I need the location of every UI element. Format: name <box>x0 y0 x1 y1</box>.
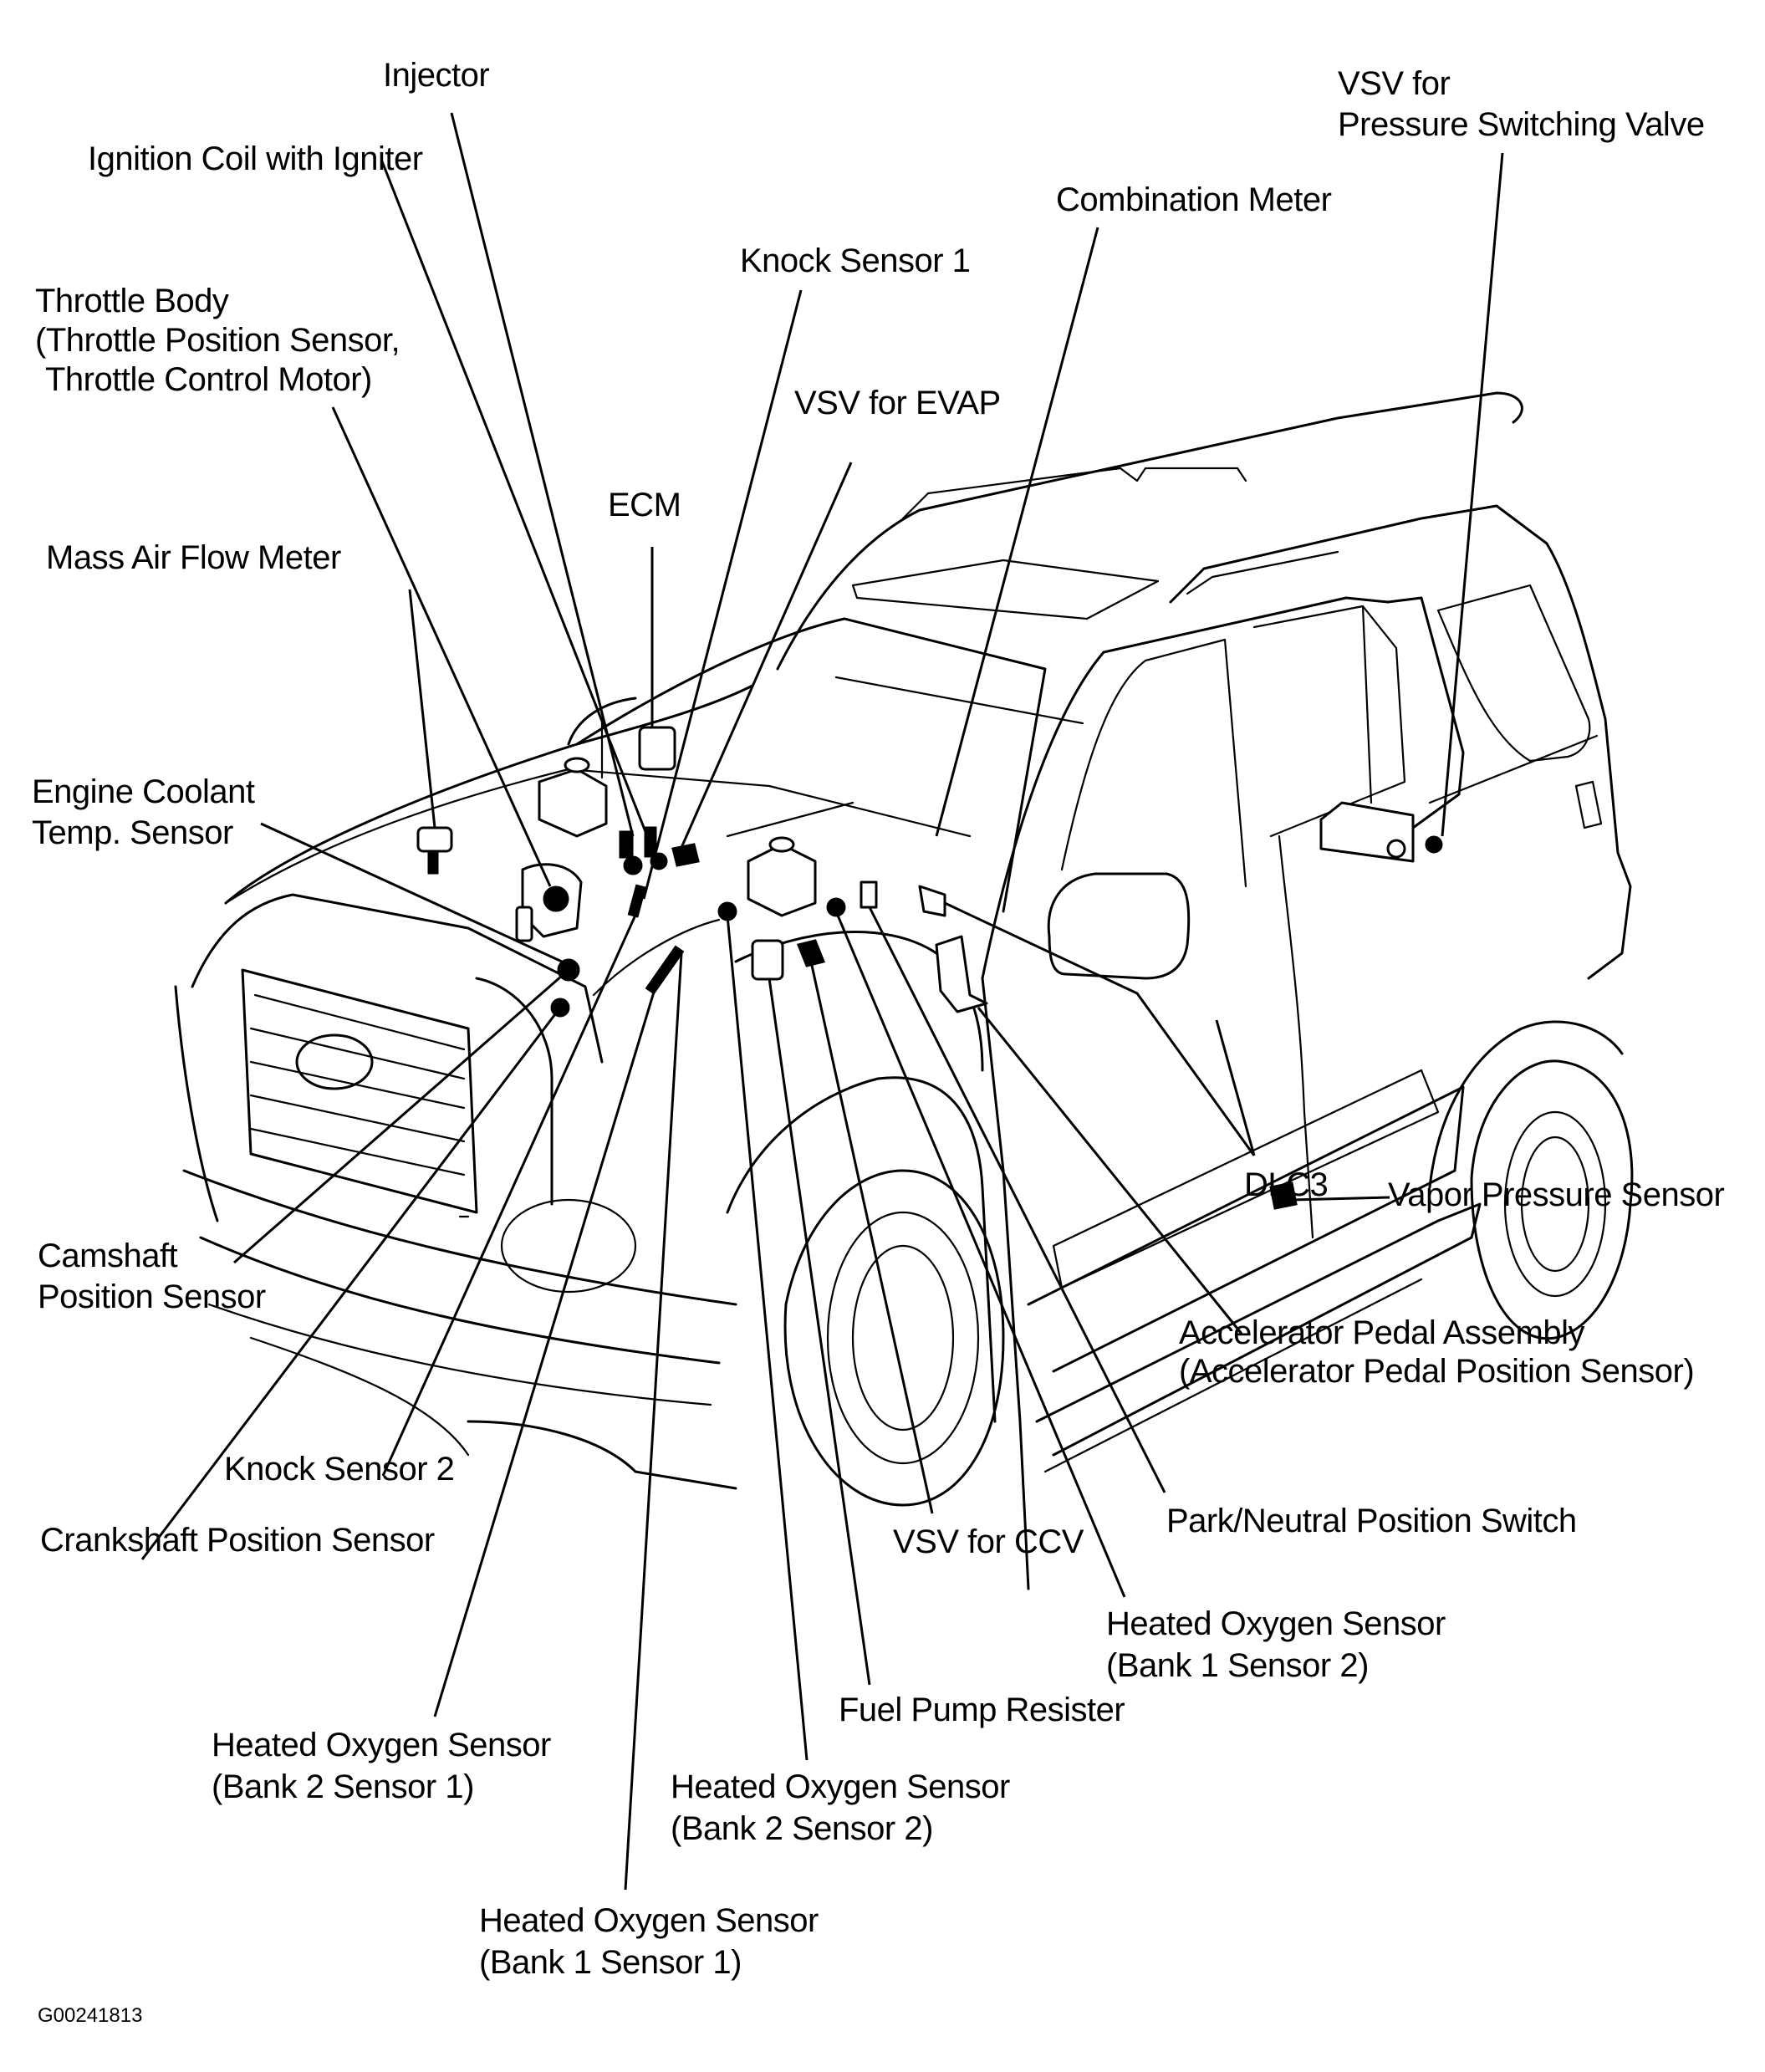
label-crankshaft: Crankshaft Position Sensor <box>40 1522 435 1559</box>
vsv-ccv-part <box>796 939 826 967</box>
leader-knock-sensor-2 <box>381 911 639 1477</box>
component-glyphs <box>416 726 1443 1210</box>
coolant-reservoir <box>538 757 608 838</box>
leader-camshaft <box>233 968 569 1264</box>
charcoal-canister-part <box>1319 801 1443 863</box>
label-ho2s-b2s1: Heated Oxygen Sensor (Bank 2 Sensor 1) <box>212 1727 559 1805</box>
component-labels: Injector Ignition Coil with Igniter Thro… <box>32 57 1725 2027</box>
leader-ignition-coil <box>380 161 652 845</box>
ecm-module <box>638 726 676 771</box>
leader-ho2s-b1s2 <box>834 911 1126 1598</box>
leader-crankshaft <box>140 1007 562 1560</box>
label-park-neutral: Park/Neutral Position Switch <box>1166 1503 1577 1539</box>
leader-throttle-body <box>331 406 552 887</box>
label-ho2s-b1s2: Heated Oxygen Sensor (Bank 1 Sensor 2) <box>1106 1605 1454 1684</box>
leader-mass-air-flow-meter <box>408 589 436 829</box>
label-accelerator-pedal: Accelerator Pedal Assembly (Accelerator … <box>1179 1314 1694 1390</box>
leader-injector <box>450 112 635 837</box>
label-vsv-ccv: VSV for CCV <box>893 1523 1084 1560</box>
label-engine-coolant: Engine Coolant Temp. Sensor <box>32 773 263 851</box>
label-ecm: ECM <box>608 487 681 523</box>
leader-fuel-pump-resister <box>768 977 871 1686</box>
label-vsv-pressure-switching: VSV for Pressure Switching Valve <box>1338 65 1705 143</box>
leader-vsv-pressure-switching <box>1441 152 1504 837</box>
label-throttle-body: Throttle Body (Throttle Position Sensor,… <box>35 283 409 398</box>
leader-dlc3 <box>1215 1019 1256 1156</box>
leader-dlc3-run <box>944 901 1256 1156</box>
vehicle-outline <box>174 391 1634 1590</box>
label-knock-sensor-1: Knock Sensor 1 <box>740 242 970 279</box>
dlc3-part <box>918 885 946 917</box>
park-neutral-part <box>860 880 878 909</box>
leader-ho2s-b2s2 <box>726 915 809 1761</box>
leader-accelerator-pedal <box>977 1007 1243 1335</box>
label-ho2s-b1s1: Heated Oxygen Sensor (Bank 1 Sensor 1) <box>479 1902 827 1981</box>
fuel-pump-resister-box <box>751 939 784 981</box>
leader-vsv-evap <box>676 462 853 858</box>
leader-vsv-ccv <box>809 961 934 1514</box>
mass-air-flow-meter-part <box>416 826 453 875</box>
knock-sensor-part <box>627 884 647 918</box>
label-ignition-coil: Ignition Coil with Igniter <box>88 140 423 177</box>
brake-reservoir <box>747 836 817 917</box>
ho2s-part <box>645 945 685 995</box>
leader-combination-meter <box>935 227 1099 837</box>
label-camshaft: Camshaft Position Sensor <box>38 1238 266 1315</box>
leader-vapor-pressure <box>1291 1196 1390 1202</box>
leader-engine-coolant <box>260 822 563 963</box>
leader-ho2s-b1s1 <box>624 952 683 1891</box>
leader-ho2s-b2s1 <box>433 969 662 1717</box>
ho2s-b1s2-part <box>826 897 846 917</box>
label-vapor-pressure: Vapor Pressure Sensor <box>1388 1176 1724 1213</box>
label-injector: Injector <box>383 57 489 94</box>
label-dlc3: DLC3 <box>1244 1166 1328 1203</box>
label-fuel-pump-resister: Fuel Pump Resister <box>839 1692 1125 1728</box>
label-vsv-evap: VSV for EVAP <box>794 385 1001 421</box>
accelerator-pedal-part <box>935 935 988 1013</box>
throttle-body-part <box>515 863 583 942</box>
label-mass-air-flow-meter: Mass Air Flow Meter <box>46 539 341 576</box>
leader-park-neutral <box>868 906 1166 1493</box>
leader-knock-sensor-1 <box>642 289 803 900</box>
vapor-pressure-sensor-part <box>1269 1181 1298 1210</box>
label-combination-meter: Combination Meter <box>1056 181 1332 218</box>
label-knock-sensor-2: Knock Sensor 2 <box>224 1451 454 1488</box>
leader-lines <box>140 112 1504 1891</box>
injector-coil-cluster <box>619 826 700 875</box>
figure-code: G00241813 <box>38 2004 142 2027</box>
label-ho2s-b2s2: Heated Oxygen Sensor (Bank 2 Sensor 2) <box>671 1768 1018 1847</box>
